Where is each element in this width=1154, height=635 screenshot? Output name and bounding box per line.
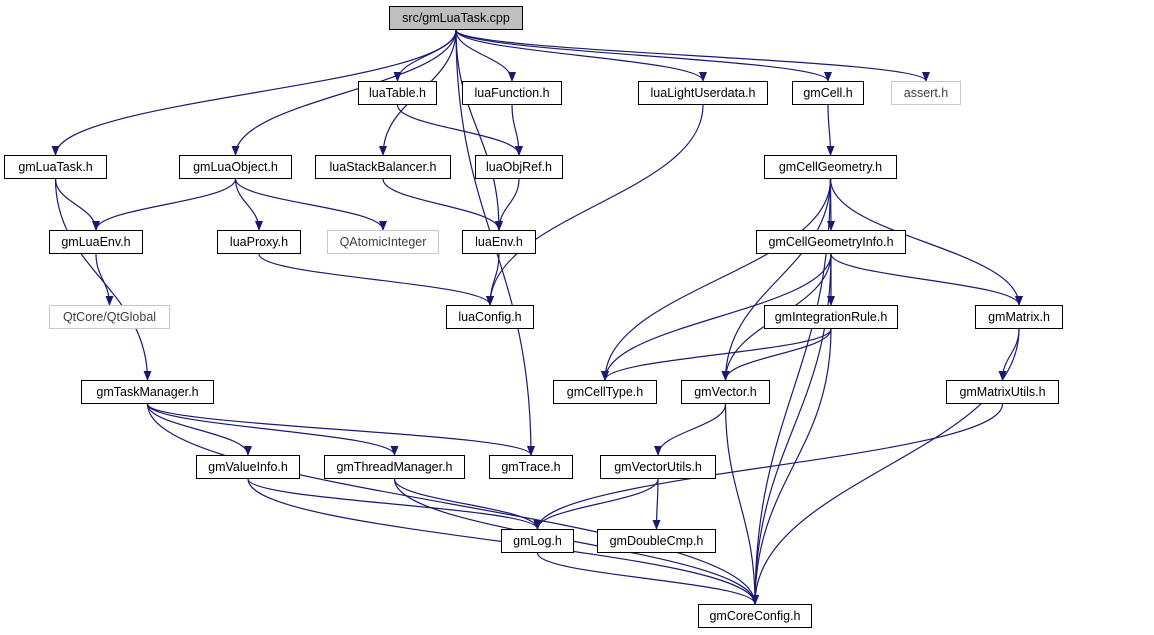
edge-lua_function-to-lua_obj_ref (511, 104, 523, 156)
edge-gm_cell_geometry_info-to-gm_cell_type (601, 253, 832, 381)
node-lua-light-userdata[interactable]: luaLightUserdata.h (638, 81, 768, 105)
edge-root-to-lua_light_userdata (455, 29, 707, 82)
edge-gm_value_info-to-gm_log (247, 478, 542, 530)
node-lua-function[interactable]: luaFunction.h (462, 81, 562, 105)
node-gm-vector-utils[interactable]: gmVectorUtils.h (600, 455, 716, 479)
edge-gm_lua_object-to-lua_proxy (234, 178, 263, 231)
edge-gm_cell_geometry-to-gm_cell_type (601, 178, 832, 381)
edge-gm_lua_object-to-qatomic_integer (234, 178, 387, 231)
node-gm-value-info[interactable]: gmValueInfo.h (196, 455, 300, 479)
edge-gm_cell-to-gm_cell_geometry (826, 104, 835, 156)
edge-gm_matrix-to-gm_matrix_utils (998, 328, 1020, 381)
edge-gm_vector_utils-to-gm_log (533, 478, 659, 530)
edge-gm_vector_utils-to-gm_double_cmp (652, 478, 661, 530)
node-gm-lua-object[interactable]: gmLuaObject.h (179, 155, 292, 179)
node-gm-core-config[interactable]: gmCoreConfig.h (698, 604, 812, 628)
node-gm-thread-manager[interactable]: gmThreadManager.h (324, 455, 465, 479)
edge-gm_log-to-gm_core_config (536, 552, 759, 605)
node-assert: assert.h (891, 81, 961, 105)
edge-gm_lua_task-to-gm_task_manager (54, 178, 152, 381)
node-gm-trace[interactable]: gmTrace.h (489, 455, 573, 479)
edge-gm_thread_manager-to-gm_core_config (393, 478, 759, 605)
edge-root-to-assert (455, 29, 930, 82)
edge-gm_integration_rule-to-gm_vector (721, 328, 832, 381)
node-lua-obj-ref[interactable]: luaObjRef.h (475, 155, 563, 179)
edge-gm_cell_geometry-to-gm_vector (721, 178, 832, 381)
edge-lua_env-to-lua_config (486, 253, 500, 306)
node-lua-config[interactable]: luaConfig.h (446, 305, 534, 329)
edge-gm_integration_rule-to-gm_core_config (751, 328, 832, 605)
edge-gm_task_manager-to-gm_trace (146, 403, 535, 456)
edge-lua_proxy-to-lua_config (258, 253, 494, 306)
node-lua-env[interactable]: luaEnv.h (462, 230, 536, 254)
node-gm-double-cmp[interactable]: gmDoubleCmp.h (597, 529, 716, 553)
edge-root-to-lua_table (393, 29, 457, 82)
edge-gm_lua_task-to-gm_lua_env (54, 178, 100, 231)
edge-lua_light_userdata-to-lua_config (486, 104, 704, 306)
edge-root-to-gm_lua_object (231, 29, 457, 156)
edge-gm_task_manager-to-gm_core_config (146, 403, 759, 605)
node-gm-task-manager[interactable]: gmTaskManager.h (81, 380, 214, 404)
edge-gm_cell_geometry-to-gm_matrix (829, 178, 1023, 306)
edge-gm_cell_geometry_info-to-gm_matrix (830, 253, 1023, 306)
node-gm-cell-type[interactable]: gmCellType.h (553, 380, 657, 404)
edge-root-to-lua_env (455, 29, 503, 231)
node-gm-cell-geometry[interactable]: gmCellGeometry.h (764, 155, 897, 179)
node-gm-lua-task[interactable]: gmLuaTask.h (4, 155, 107, 179)
node-qt-global: QtCore/QtGlobal (49, 305, 170, 329)
node-gm-matrix-utils[interactable]: gmMatrixUtils.h (946, 380, 1059, 404)
edge-gm_lua_env-to-qt_global (95, 253, 114, 306)
edge-lua_table-to-lua_obj_ref (396, 104, 523, 156)
edge-gm_integration_rule-to-gm_cell_type (601, 328, 832, 381)
node-gm-integration-rule[interactable]: gmIntegrationRule.h (764, 305, 898, 329)
node-lua-table[interactable]: luaTable.h (358, 81, 437, 105)
node-qatomic-integer: QAtomicInteger (327, 230, 439, 254)
node-gm-matrix[interactable]: gmMatrix.h (975, 305, 1063, 329)
node-lua-stack-balancer[interactable]: luaStackBalancer.h (315, 155, 451, 179)
edge-root-to-lua_function (455, 29, 516, 82)
edge-gm_thread_manager-to-gm_log (393, 478, 542, 530)
edge-lua_obj_ref-to-lua_env (495, 178, 520, 231)
node-gm-cell[interactable]: gmCell.h (792, 81, 864, 105)
node-gm-vector[interactable]: gmVector.h (681, 380, 770, 404)
node-gm-lua-env[interactable]: gmLuaEnv.h (49, 230, 143, 254)
node-gm-cell-geometry-info[interactable]: gmCellGeometryInfo.h (756, 230, 906, 254)
node-lua-proxy[interactable]: luaProxy.h (217, 230, 301, 254)
edge-gm_matrix-to-gm_core_config (751, 328, 1020, 605)
edge-gm_task_manager-to-gm_value_info (146, 403, 252, 456)
edge-gm_vector-to-gm_core_config (724, 403, 759, 605)
edge-gm_task_manager-to-gm_thread_manager (146, 403, 399, 456)
edge-gm_vector-to-gm_vector_utils (654, 403, 727, 456)
edge-lua_stack_balancer-to-lua_env (382, 178, 503, 231)
edge-gm_lua_object-to-gm_lua_env (92, 178, 237, 231)
edge-root-to-gm_cell (455, 29, 832, 82)
root-file-node: src/gmLuaTask.cpp (389, 6, 523, 30)
node-gm-log[interactable]: gmLog.h (501, 529, 574, 553)
edge-gm_matrix_utils-to-gm_log (533, 403, 1004, 530)
